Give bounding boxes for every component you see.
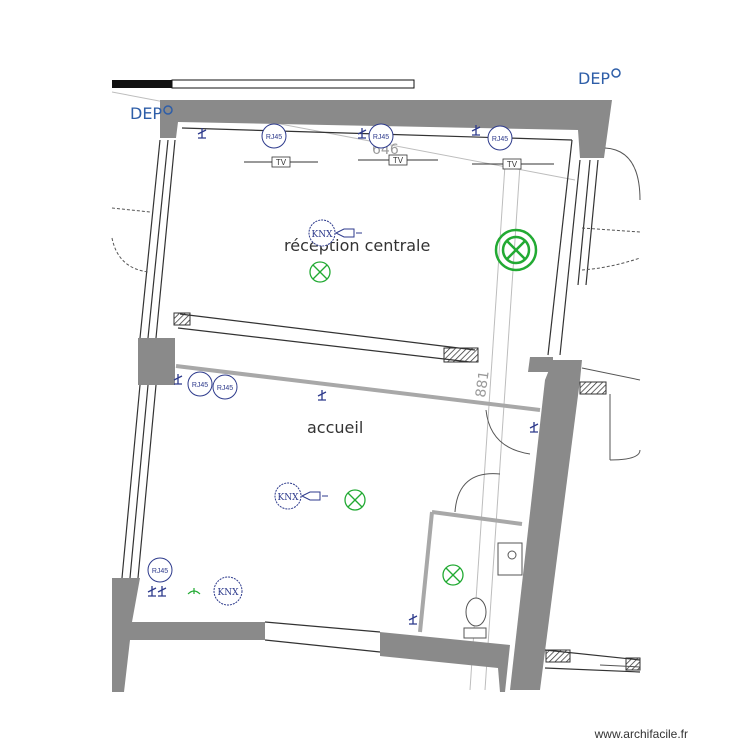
tv-outlet: TV (244, 156, 318, 168)
switch-icon (187, 588, 201, 595)
rj45-socket: RJ45 (212, 374, 238, 400)
rj45-socket: RJ45 (487, 125, 513, 151)
knx-sensor: KNX (213, 576, 243, 606)
dep-marker-left (163, 105, 173, 115)
room-partition (173, 312, 541, 633)
svg-text:KNX: KNX (277, 493, 299, 503)
hatched-block-exit (625, 657, 641, 671)
dep-label-left: DEP (130, 104, 162, 123)
dep-marker-top-right (611, 68, 621, 78)
hatched-block-right (579, 381, 607, 395)
svg-text:KNX: KNX (311, 230, 333, 240)
ceiling-light-icon (309, 261, 331, 283)
knx-sensor: KNX (308, 219, 362, 247)
svg-text:RJ45: RJ45 (152, 568, 168, 575)
knx-sensor: KNX (274, 482, 328, 510)
power-outlet-icon (197, 128, 207, 139)
power-outlet-icon (357, 128, 367, 139)
power-outlet-icon (173, 374, 183, 385)
rj45-socket: RJ45 (187, 371, 213, 397)
dimension-vertical: 881 (473, 370, 493, 399)
power-outlet-icon (147, 586, 167, 597)
power-outlet-icon (408, 614, 418, 625)
construction-lines (111, 91, 576, 691)
svg-text:TV: TV (393, 156, 404, 165)
ceiling-light-icon (344, 489, 366, 511)
svg-text:RJ45: RJ45 (192, 382, 208, 389)
power-outlet-icon (471, 125, 481, 136)
exterior-walls (112, 100, 612, 692)
scale-bar (112, 79, 415, 89)
room-label-accueil: accueil (307, 418, 363, 437)
hatched-block-bottom-right (545, 649, 571, 663)
power-outlet-icon (529, 422, 539, 433)
rj45-socket: RJ45 (147, 557, 173, 583)
svg-text:RJ45: RJ45 (217, 385, 233, 392)
rj45-socket: RJ45 (261, 123, 287, 149)
watermark: www.archifacile.fr (594, 727, 688, 741)
rj45-socket: RJ45 (368, 123, 394, 149)
svg-text:RJ45: RJ45 (492, 136, 508, 143)
dep-label-top-right: DEP (578, 69, 610, 88)
svg-text:TV: TV (507, 160, 518, 169)
ceiling-light-icon (442, 564, 464, 586)
room-label-reception: réception centrale (284, 236, 430, 255)
sink (497, 542, 523, 576)
ceiling-light-large-icon (494, 228, 538, 272)
svg-text:KNX: KNX (217, 588, 239, 598)
svg-text:RJ45: RJ45 (373, 134, 389, 141)
tv-outlet: TV (358, 154, 438, 166)
toilet (463, 597, 487, 639)
svg-text:TV: TV (276, 158, 287, 167)
tv-outlet: TV (472, 158, 554, 170)
power-outlet-icon (317, 390, 327, 401)
door-swings (111, 147, 641, 668)
svg-text:RJ45: RJ45 (266, 134, 282, 141)
